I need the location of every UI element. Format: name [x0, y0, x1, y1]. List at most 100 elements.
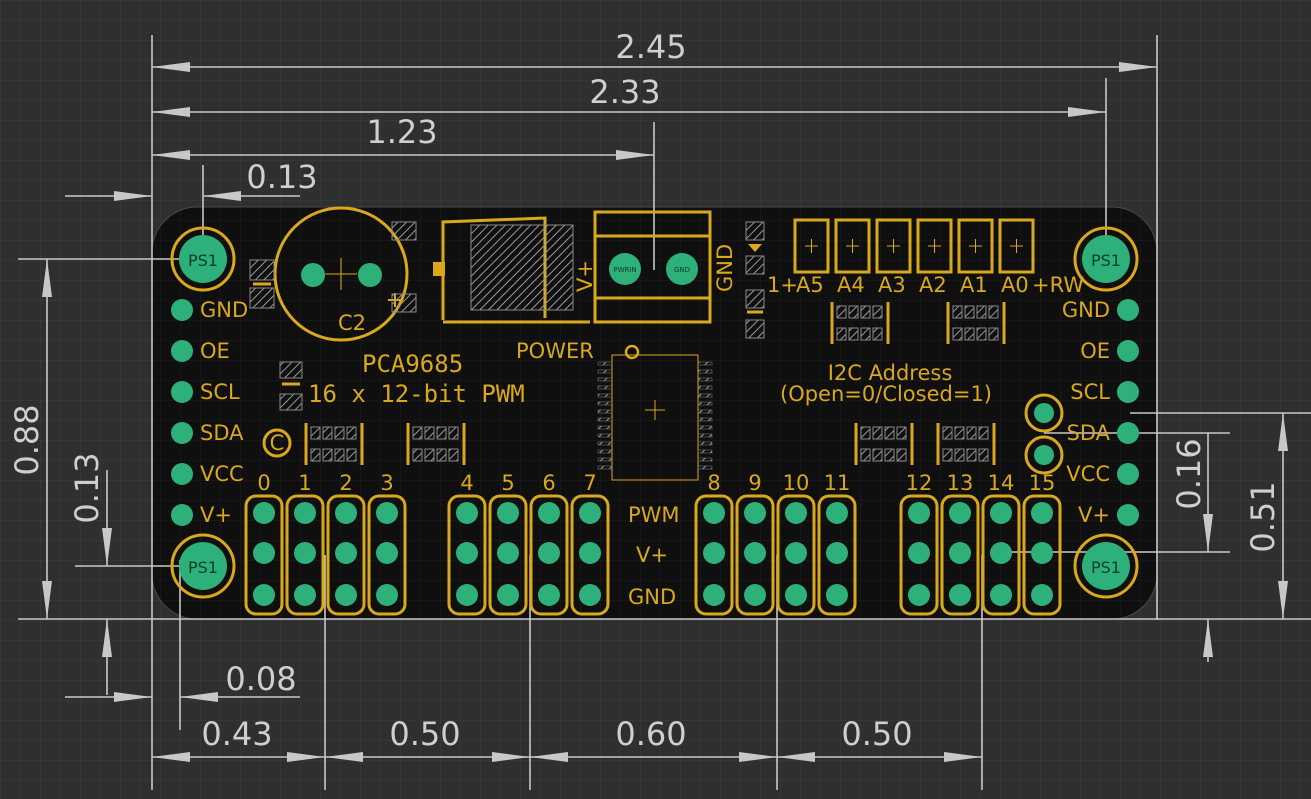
header-label: OE — [1080, 339, 1110, 363]
channel-label: 0 — [257, 471, 270, 495]
header-pad — [1117, 299, 1139, 321]
header-pad — [171, 422, 193, 444]
pwm-pin-pad — [335, 542, 357, 564]
pwm-pin-pad — [949, 502, 971, 524]
channel-label: 14 — [988, 471, 1015, 495]
pwm-pin-pad — [1031, 584, 1053, 606]
pwm-pin-pad — [294, 502, 316, 524]
addr-pin-label: A3 — [878, 273, 906, 297]
terminal-vplus-label: V+ — [573, 260, 597, 292]
small-cap: C — [262, 361, 303, 458]
header-pad — [171, 381, 193, 403]
pwm-pin-pad — [335, 502, 357, 524]
pwm-pin-pad — [744, 502, 766, 524]
pwm-pin-pad — [703, 502, 725, 524]
pwm-pin-pad — [253, 502, 275, 524]
pwm-pin-pad — [253, 584, 275, 606]
pwm-pin-pad — [538, 542, 560, 564]
pwm-pin-pad — [376, 584, 398, 606]
channel-label: 3 — [380, 471, 393, 495]
channel-label: 15 — [1029, 471, 1056, 495]
pwm-pin-pad — [497, 584, 519, 606]
channel-label: 13 — [947, 471, 974, 495]
addr-pin-label: A0 — [1001, 273, 1029, 297]
pwm-pin-pad — [949, 584, 971, 606]
channel-label: 5 — [501, 471, 514, 495]
pwm-pin-pad — [335, 584, 357, 606]
pwm-pin-pad — [579, 584, 601, 606]
channel-label: 7 — [583, 471, 596, 495]
power-label: POWER — [516, 339, 594, 363]
dim-2-33: 2.33 — [589, 73, 660, 111]
header-label: VCC — [1066, 462, 1110, 486]
svg-text:PS1: PS1 — [1091, 558, 1121, 577]
pwm-pin-pad — [990, 584, 1012, 606]
dim-0-51: 0.51 — [1244, 481, 1282, 552]
pwm-pin-pad — [785, 502, 807, 524]
pwm-row-label: PWM — [628, 503, 680, 527]
pwm-pin-pad — [785, 584, 807, 606]
svg-text:PWRIN: PWRIN — [613, 266, 636, 274]
channel-label: 10 — [783, 471, 810, 495]
mounting-holes: PS1 PS1 PS1 PS1 — [170, 226, 1139, 599]
addr-pin-label: +RW — [1032, 273, 1084, 297]
addr-pin-label: A5 — [796, 273, 824, 297]
pwm-pin-pad — [990, 502, 1012, 524]
addr-pin-label: 1+ — [767, 273, 798, 297]
gnd-row-label: GND — [628, 585, 676, 609]
pwm-pin-pad — [579, 542, 601, 564]
pca9685-ic — [597, 344, 713, 481]
dimension-lines — [18, 35, 1311, 790]
dim-0-08: 0.08 — [225, 660, 296, 698]
mount-hole-bottom-right: PS1 — [1073, 533, 1139, 599]
header-pad — [1117, 422, 1139, 444]
pwm-pin-pad — [990, 542, 1012, 564]
terminal-gnd-label: GND — [713, 244, 737, 292]
pwm-pin-pad — [538, 502, 560, 524]
pwm-pin-pad — [456, 584, 478, 606]
pwm-pin-pad — [703, 584, 725, 606]
dim-0-50-b: 0.50 — [841, 715, 912, 753]
pwm-pin-pad — [497, 502, 519, 524]
pwm-pin-pad — [1031, 542, 1053, 564]
channel-label: 2 — [339, 471, 352, 495]
header-label: GND — [200, 298, 248, 322]
channel-label: 6 — [542, 471, 555, 495]
svg-text:PS1: PS1 — [188, 558, 218, 577]
pwm-pin-pad — [826, 584, 848, 606]
header-label: SCL — [1070, 380, 1110, 404]
mount-hole-bottom-left: PS1 — [170, 533, 236, 599]
resistor-arrays — [304, 302, 1006, 465]
pwm-pin-pad — [497, 542, 519, 564]
dim-0-13-left: 0.13 — [68, 452, 106, 523]
pwm-pin-pad — [1031, 502, 1053, 524]
addr-pin-label: A2 — [919, 273, 947, 297]
dim-0-60: 0.60 — [615, 715, 686, 753]
dim-0-43: 0.43 — [201, 715, 272, 753]
address-title: I2C Address — [828, 361, 953, 385]
header-label: SDA — [200, 421, 244, 445]
addr-pin-label: A4 — [837, 273, 865, 297]
pwm-pin-pad — [744, 584, 766, 606]
channel-label: 12 — [906, 471, 933, 495]
pwm-headers — [244, 494, 1062, 616]
header-pad — [1117, 463, 1139, 485]
capacitor-c2: C2 — [249, 206, 417, 342]
pwm-pin-pad — [949, 542, 971, 564]
pwm-pin-pad — [744, 542, 766, 564]
address-subtitle: (Open=0/Closed=1) — [780, 382, 992, 406]
pwm-pin-pad — [703, 542, 725, 564]
dim-0-13-top: 0.13 — [246, 158, 317, 196]
pwm-pin-pad — [826, 502, 848, 524]
svg-text:PS1: PS1 — [1091, 251, 1121, 270]
pwm-pin-pad — [579, 502, 601, 524]
svg-text:PS1: PS1 — [188, 251, 218, 270]
channel-label: 1 — [298, 471, 311, 495]
svg-text:C: C — [270, 431, 285, 455]
pwm-pin-pad — [294, 584, 316, 606]
vplus-row-label: V+ — [636, 543, 668, 567]
dim-2-45: 2.45 — [615, 28, 686, 66]
